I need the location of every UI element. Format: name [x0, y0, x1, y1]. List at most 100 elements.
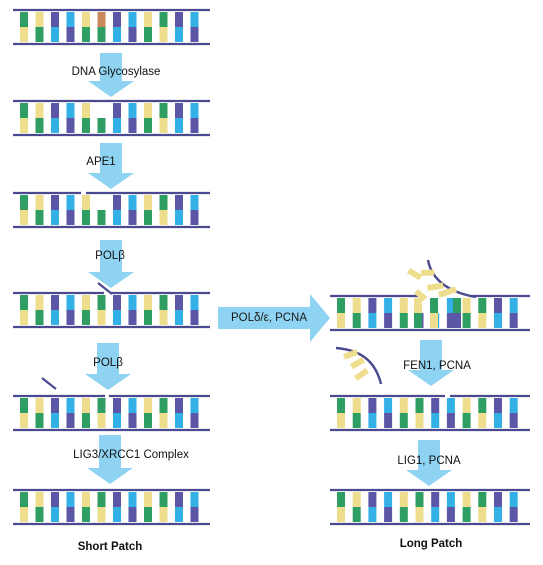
dna-row-1-base-pair-9-bottom [159, 27, 168, 42]
excised-flap-base-2 [354, 367, 369, 381]
dna-row-2-base-pair-4 [82, 103, 90, 133]
dna-row-3-base-pair-11-top [190, 195, 199, 210]
dna-row-1-base-pair-0-top [20, 12, 28, 27]
dna-row-long-1-base-pair-3 [384, 298, 393, 328]
dna-row-1-base-pair-8-top [144, 12, 152, 27]
dna-row-5-base-pair-5-bottom [97, 413, 106, 428]
dna-row-2-base-pair-10-top [175, 103, 183, 118]
dna-row-long-1-base-pair-7-top [446, 298, 455, 313]
dna-row-long-3-base-pair-6 [431, 492, 440, 522]
dna-row-5-base-pair-2 [51, 398, 59, 428]
dna-row-3-base-pair-10-top [175, 195, 183, 210]
dna-row-1-base-pair-8-bottom [144, 27, 152, 42]
dna-row-4-base-pair-1-bottom [35, 310, 44, 325]
dna-row-3-base-pair-5-bottom [97, 210, 106, 225]
dna-row-1-base-pair-3 [66, 12, 75, 42]
label-ape1: APE1 [86, 156, 116, 168]
dna-row-long-1-base-pair-0-top [337, 298, 345, 313]
arrow-lig3 [87, 435, 133, 484]
dna-row-long-2-base-pair-2-top [368, 398, 377, 413]
dna-row-4-base-pair-1 [35, 295, 44, 325]
dna-row-long-3-base-pair-1 [352, 492, 361, 522]
dna-row-5-base-pair-2-bottom [51, 413, 59, 428]
dna-row-4-base-pair-5-top [97, 295, 106, 310]
dna-row-long-3-base-pair-5-top [415, 492, 424, 507]
dna-row-4-base-pair-11-bottom [190, 310, 199, 325]
dna-row-long-2-base-pair-3-bottom [384, 413, 393, 428]
dna-row-1-base-pair-7-bottom [128, 27, 137, 42]
dna-row-1-base-pair-0 [20, 12, 28, 42]
dna-row-5-base-pair-10-top [175, 398, 183, 413]
dna-row-4-base-pair-8 [144, 295, 152, 325]
excised-flap-base-1 [350, 357, 366, 370]
dna-row-6-base-pair-5-bottom [97, 507, 106, 522]
dna-row-3-base-pair-4-bottom [82, 210, 90, 225]
dna-row-1-base-pair-1 [35, 12, 44, 42]
dna-row-5-base-pair-9-bottom [159, 413, 168, 428]
dna-row-5-base-pair-5-top [97, 398, 106, 413]
dna-row-5-base-pair-9 [159, 398, 168, 428]
dna-row-6-base-pair-4 [82, 492, 90, 522]
dna-row-2-base-pair-7-top [128, 103, 137, 118]
dna-row-1-base-pair-2 [51, 12, 59, 42]
dna-row-1-base-pair-10 [175, 12, 183, 42]
dna-row-6-base-pair-7-bottom [128, 507, 137, 522]
dna-row-6-base-pair-1-top [35, 492, 44, 507]
dna-row-long-3-base-pair-0-bottom [337, 507, 345, 522]
dna-row-long-2-base-pair-8-bottom [462, 413, 471, 428]
dna-row-long-2-base-pair-10-top [494, 398, 502, 413]
dna-row-4-base-pair-11 [190, 295, 199, 325]
dna-row-long-3-base-pair-2 [368, 492, 377, 522]
new-synth-base-2-top [453, 298, 461, 313]
dna-row-5-base-pair-1-bottom [35, 413, 44, 428]
dna-row-long-3-base-pair-2-bottom [368, 507, 377, 522]
dna-row-long-3-base-pair-1-bottom [352, 507, 361, 522]
dna-row-long-3-base-pair-11 [509, 492, 518, 522]
dna-row-5-base-pair-3 [66, 398, 75, 428]
dna-row-4-base-pair-9-bottom [159, 310, 168, 325]
dna-row-2-base-pair-5-bottom [97, 118, 106, 133]
dna-row-6-base-pair-3-bottom [66, 507, 75, 522]
dna-row-1-base-pair-9 [159, 12, 168, 42]
dna-row-4-base-pair-1-top [35, 295, 44, 310]
dna-row-2-base-pair-1-bottom [35, 118, 44, 133]
dna-row-6-base-pair-7-top [128, 492, 137, 507]
dna-row-long-1-base-pair-1-bottom [352, 313, 361, 328]
dna-row-long-3-base-pair-7 [446, 492, 455, 522]
dna-row-long-1-base-pair-9-bottom [478, 313, 487, 328]
dna-row-1-base-pair-1-top [35, 12, 44, 27]
dna-row-4-base-pair-2-bottom [51, 310, 59, 325]
dna-row-long-2-base-pair-5 [415, 398, 424, 428]
dna-row-6-base-pair-2-bottom [51, 507, 59, 522]
dna-row-long-3-base-pair-2-top [368, 492, 377, 507]
arrow-polb-1 [88, 240, 134, 288]
label-long-patch: Long Patch [399, 538, 463, 550]
dna-row-6-base-pair-3 [66, 492, 75, 522]
dna-row-4-base-pair-0 [20, 295, 28, 325]
dna-row-3-base-pair-9 [159, 195, 168, 225]
dna-row-long-3-base-pair-9-bottom [478, 507, 487, 522]
dna-row-5-base-pair-4 [82, 398, 90, 428]
dna-row-4-base-pair-5 [97, 295, 106, 325]
dna-row-1-base-pair-4 [82, 12, 90, 42]
dna-row-5-base-pair-0 [20, 398, 28, 428]
dna-row-3-base-pair-9-top [159, 195, 168, 210]
dna-row-4-base-pair-7 [128, 295, 137, 325]
label-dna-glycosylase: DNA Glycosylase [71, 66, 161, 78]
dna-row-5-base-pair-9-top [159, 398, 168, 413]
dna-row-long-2-base-pair-6-top [431, 398, 440, 413]
dna-row-4-base-pair-9-top [159, 295, 168, 310]
new-synth-base-0-top [414, 298, 422, 313]
dna-row-4-base-pair-0-bottom [20, 310, 28, 325]
dna-row-6-base-pair-0-bottom [20, 507, 28, 522]
dna-row-long-2-base-pair-3 [384, 398, 393, 428]
dna-row-long-1-base-pair-7 [446, 298, 455, 328]
dna-row-long-3-base-pair-1-top [352, 492, 361, 507]
flap-base-0 [421, 269, 435, 276]
dna-row-long-2-base-pair-5-bottom [415, 413, 424, 428]
new-synth-base-2 [453, 298, 461, 328]
dna-row-long-1-base-pair-8-top [462, 298, 471, 313]
dna-row-2-base-pair-11-bottom [190, 118, 199, 133]
new-synth-base-1 [430, 298, 438, 328]
